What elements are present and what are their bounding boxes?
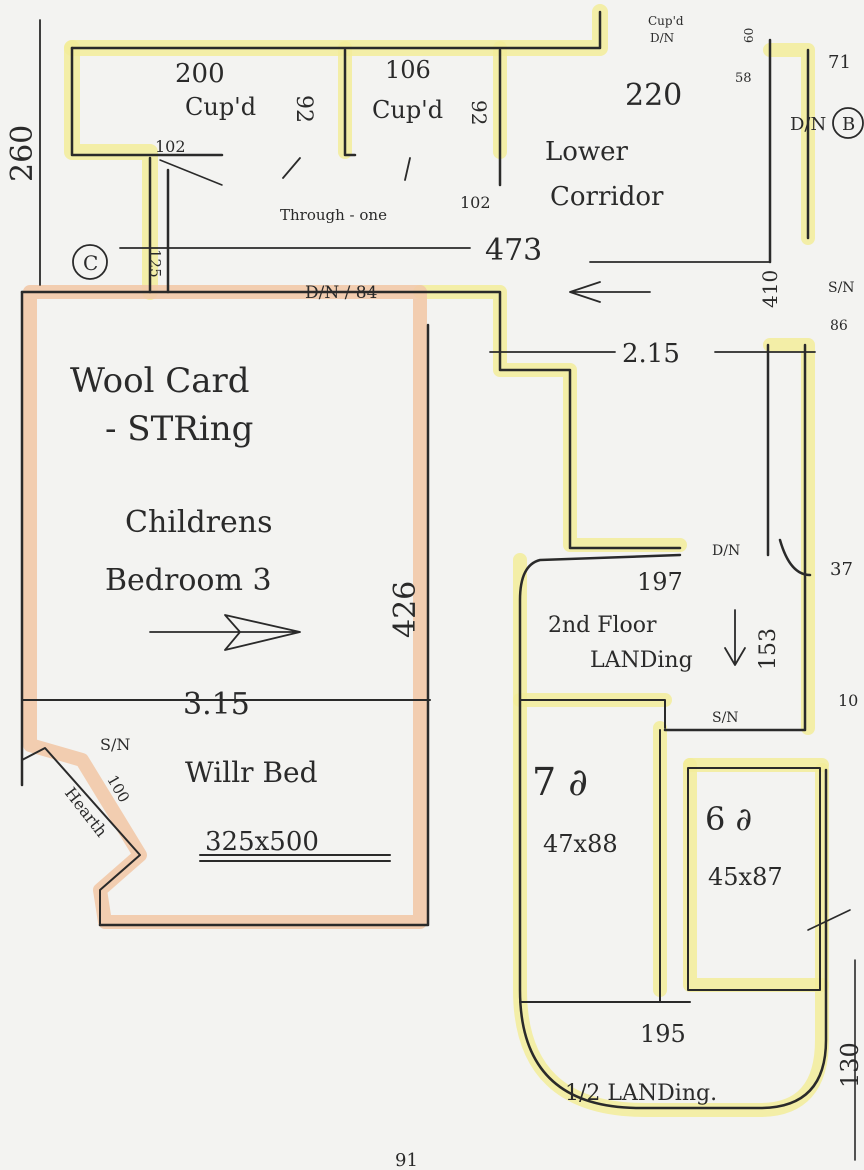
room6-size: 45x87 <box>708 863 783 891</box>
cupd-106-dim: 106 <box>385 56 431 84</box>
d58-dim: 58 <box>735 71 752 86</box>
d125-dim: 125 <box>146 249 164 278</box>
bed-size-label: 325x500 <box>205 827 319 857</box>
room7-label: 7 ∂ <box>532 760 588 804</box>
sn-mid-label: S/N <box>712 710 739 726</box>
cupd-200-dim: 200 <box>175 59 225 89</box>
willr-bed-label: Willr Bed <box>185 756 318 789</box>
cupd-a-label: Cup'd <box>185 93 256 121</box>
d260-dim: 260 <box>5 125 40 182</box>
d220-dim: 220 <box>625 78 682 113</box>
string-label: - STRing <box>105 409 253 449</box>
dn-mid-label: D/N <box>712 543 740 559</box>
cupd-b-label: Cup'd <box>372 96 443 124</box>
marker-b-label: B <box>842 114 855 135</box>
sn-left-label: S/N <box>100 735 130 754</box>
d102-b-dim: 102 <box>460 193 491 212</box>
bedroom-label: Bedroom 3 <box>105 563 272 598</box>
d92-b-dim: 92 <box>467 100 491 125</box>
lower-label: Lower <box>545 137 629 167</box>
d197-dim: 197 <box>637 568 683 596</box>
d86-dim: 86 <box>830 318 848 334</box>
labels: 200 Cup'd 92 106 Cup'd 92 102 102 Throug… <box>5 14 864 1170</box>
d37-dim: 37 <box>830 559 853 580</box>
corridor-label: Corridor <box>550 182 664 212</box>
markers <box>72 107 864 280</box>
marker-c-circle <box>72 244 108 280</box>
d10-dim: 10 <box>838 691 858 710</box>
d60-dim: 60 <box>742 28 756 43</box>
sn-right-label: S/N <box>828 280 855 296</box>
d92-a-dim: 92 <box>291 95 316 123</box>
d102-a-dim: 102 <box>155 137 186 156</box>
d71-dim: 71 <box>828 52 851 73</box>
wall-highlights <box>64 4 829 1117</box>
half-landing-label: 1/2 LANDing. <box>565 1081 717 1106</box>
dimension-lines <box>29 19 856 1161</box>
d215-dim: 2.15 <box>622 339 680 369</box>
d410-dim: 410 <box>758 270 782 308</box>
d91-dim: 91 <box>395 1150 418 1170</box>
marker-b-circle <box>832 107 864 139</box>
childrens-label: Childrens <box>125 505 272 540</box>
d315-dim: 3.15 <box>183 687 250 722</box>
dn-top-label: D/N <box>650 31 674 45</box>
wool-card-label: Wool Card <box>70 361 250 401</box>
d153-dim: 153 <box>756 628 781 670</box>
d426-dim: 426 <box>388 581 423 638</box>
d473-dim: 473 <box>485 233 542 268</box>
marker-c-label: C <box>83 251 98 275</box>
room6-label: 6 ∂ <box>705 800 752 838</box>
room7-size: 47x88 <box>543 830 618 858</box>
dn-b-label: D/N <box>790 114 826 135</box>
cupd-top-label: Cup'd <box>648 14 684 28</box>
dn-84-label: D/N / 84 <box>305 283 377 303</box>
d195-dim: 195 <box>640 1020 686 1048</box>
floor2-label: 2nd Floor <box>548 613 657 638</box>
landing-label: LANDing <box>590 648 693 673</box>
d130-dim: 130 <box>836 1042 864 1088</box>
through-label: Through - one <box>280 206 387 224</box>
